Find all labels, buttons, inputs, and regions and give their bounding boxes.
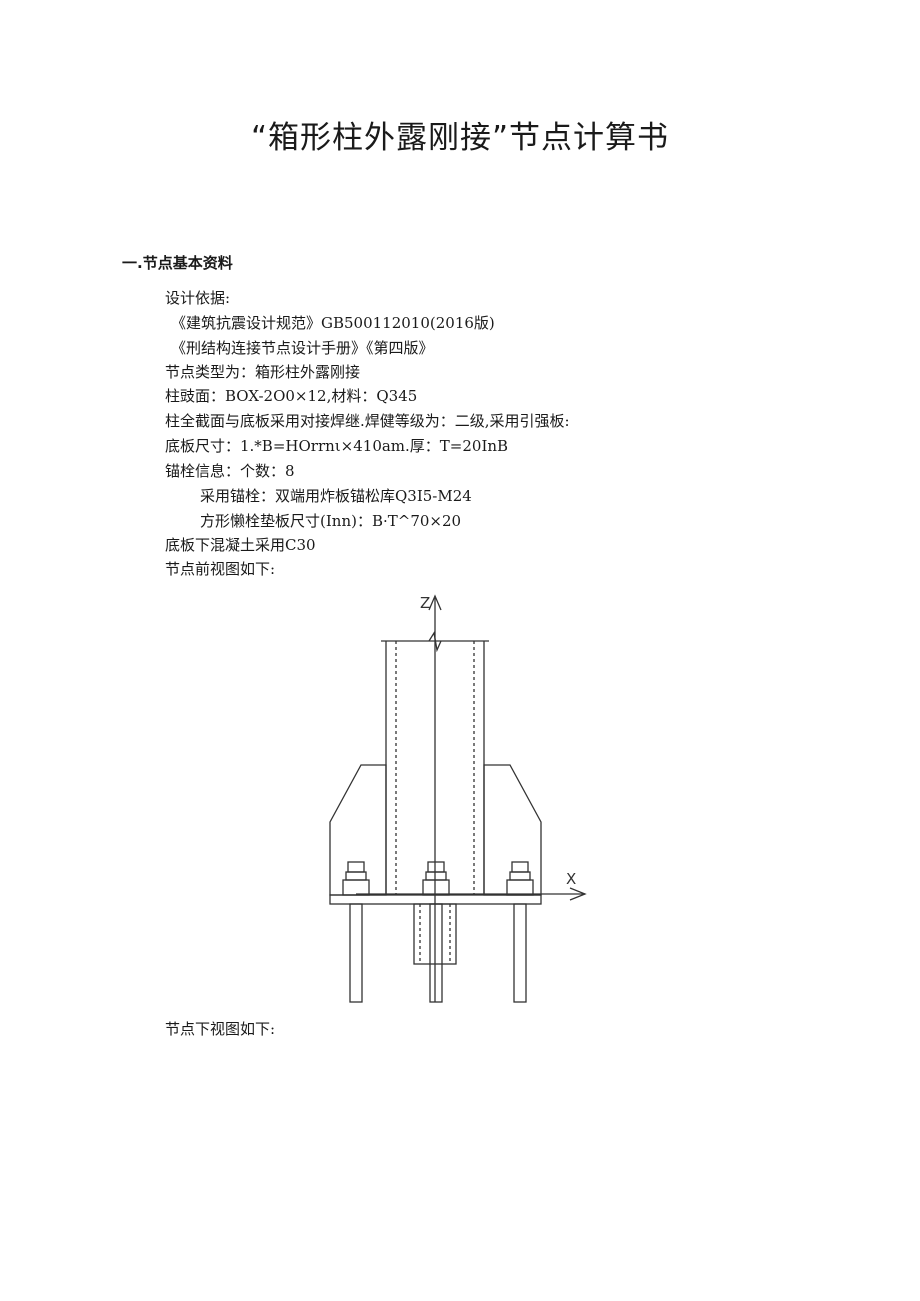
column-section: 柱豉面：BOX-2O0×12,材料：Q345 [165,387,418,405]
z-axis-label: Z [420,594,430,612]
bottom-view-caption: 节点下视图如下: [165,1020,276,1038]
anchor-type: 采用锚栓：双端用炸板锚松库Q3I5-M24 [200,487,472,505]
break-symbol [428,631,442,653]
right-stiffener [483,764,542,896]
front-view-caption: 节点前视图如下: [165,560,276,578]
node-type: 节点类型为：箱形柱外露刚接 [165,363,361,381]
design-basis-label: 设计依据: [165,289,231,307]
concrete-grade: 底板下混凝土采用C30 [165,536,316,554]
left-stiffener [329,764,387,896]
weld-info: 柱全截面与底板采用对接焊继.焊健等级为：二级,采用引强板: [165,412,570,430]
anchor-info: 锚栓信息：个数：8 [165,462,295,480]
washer-size: 方形懒栓垫板尺寸(Inn)：B·T^70×20 [200,512,462,530]
x-axis-arrow [569,887,587,901]
section-heading: 一.节点基本资料 [122,254,233,272]
middle-anchor-bolt [422,861,450,1003]
baseplate-size: 底板尺寸：1.*B=HOrrnι×410am.厚：T=20InB [165,437,509,455]
page-title: “箱形柱外露刚接”节点计算书 [250,120,670,156]
z-axis-arrow [428,594,442,611]
x-axis-label: X [566,870,576,888]
right-anchor-bolt [506,861,534,1003]
left-anchor-bolt [342,861,370,1003]
code-reference-2: 《刑结构连接节点设计手册》《第四版》 [171,339,434,357]
code-reference-1: 《建筑抗震设计规范》GB500112010(2016版) [171,314,495,332]
